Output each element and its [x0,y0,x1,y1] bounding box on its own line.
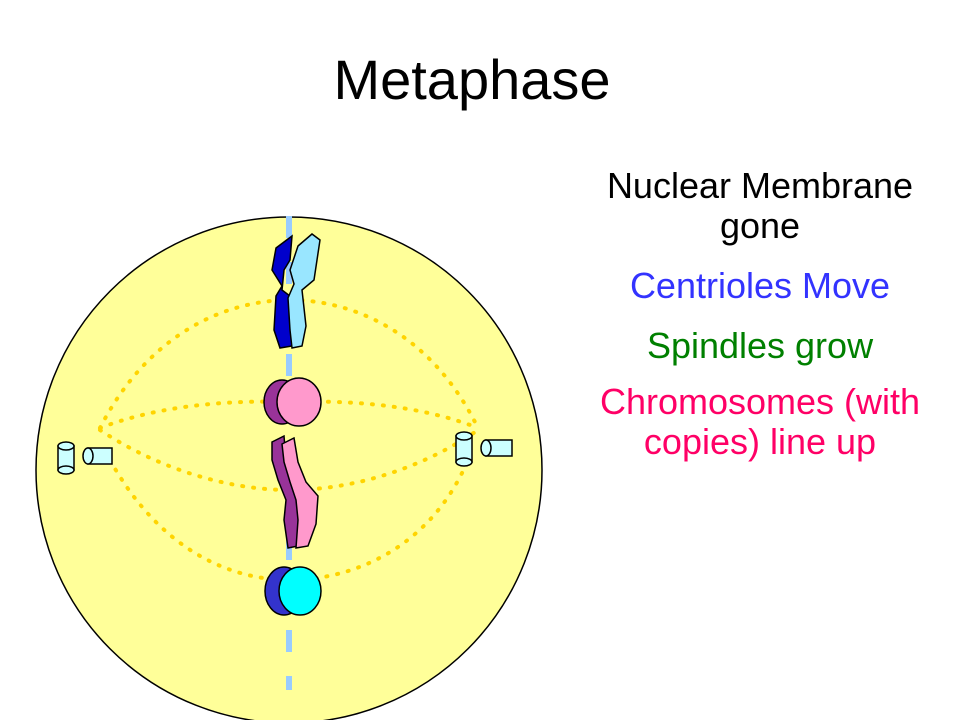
spindle-fiber-lower [98,428,480,493]
note-membrane: Nuclear Membrane gone [606,165,914,246]
chromosome-top [271,233,321,349]
spindle-fiber-bottom [108,458,470,583]
slide-title: Metaphase [333,48,611,111]
chromosome-middle [271,434,319,549]
note-chromosomes: Chromosomes (with copies) line up [599,381,921,462]
note-spindles: Spindles grow [646,325,874,366]
chromatid-light [287,233,321,349]
centriole-left [57,441,113,475]
centriole-right [455,431,513,467]
chromatid-pink [281,436,319,549]
note-centrioles: Centrioles Move [629,265,891,306]
notes-panel: Nuclear Membrane gone Centrioles Move Sp… [590,166,930,462]
chromosome-round-pink [263,377,322,427]
chromosome-round-cyan [264,566,322,616]
